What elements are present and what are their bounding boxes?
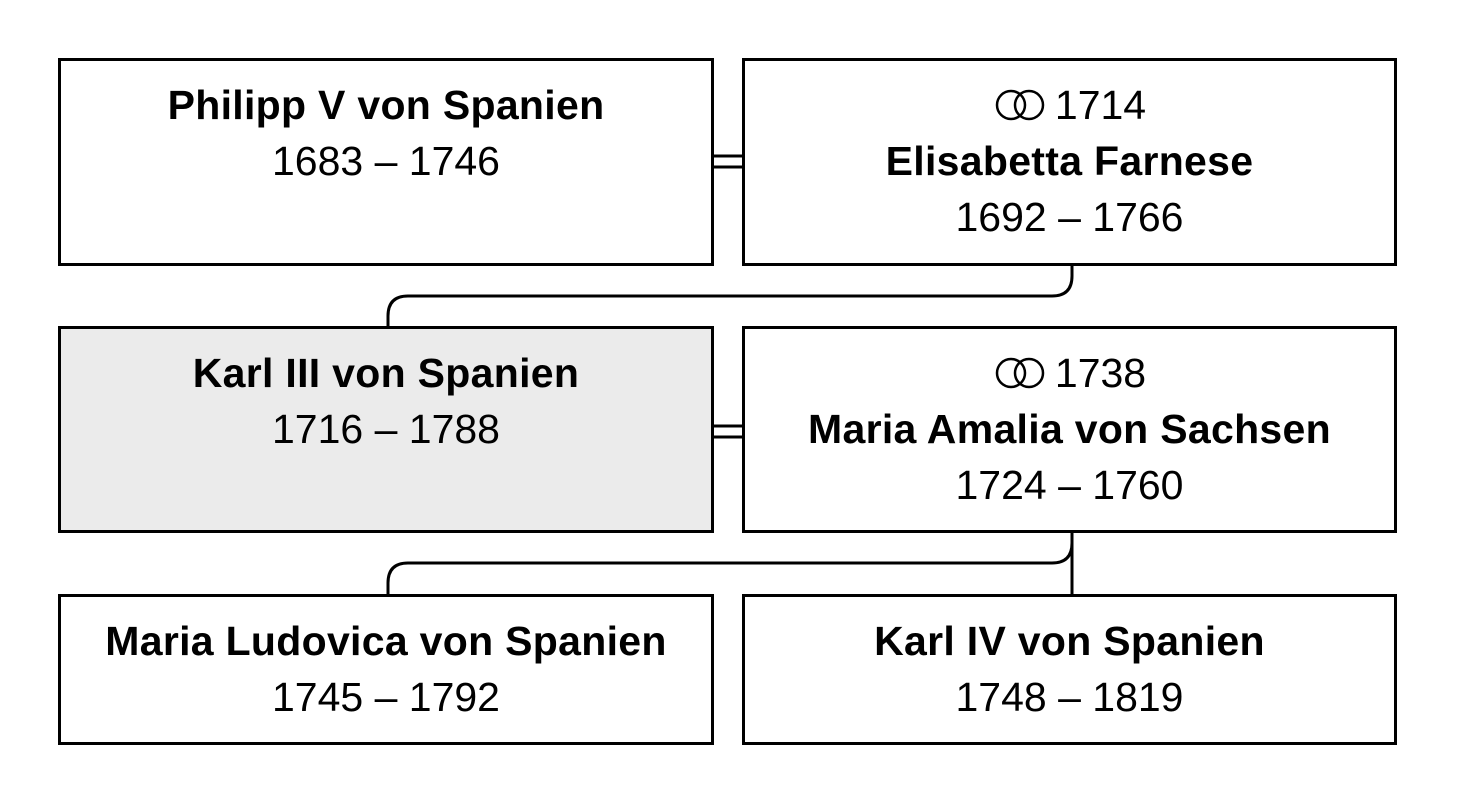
spouse-dates: 1692 – 1766 bbox=[955, 194, 1184, 240]
spouse-box-maria-amalia: 1738 Maria Amalia von Sachsen 1724 – 176… bbox=[742, 326, 1397, 533]
person-box-karl-iii: Karl III von Spanien 1716 – 1788 bbox=[58, 326, 714, 533]
spouse-box-elisabetta-farnese: 1714 Elisabetta Farnese 1692 – 1766 bbox=[742, 58, 1397, 266]
descent-line-2 bbox=[386, 533, 1074, 594]
spouse-name: Maria Amalia von Sachsen bbox=[808, 406, 1331, 452]
descent-line-1 bbox=[386, 266, 1074, 326]
person-dates: 1716 – 1788 bbox=[271, 406, 500, 452]
marriage-year: 1738 bbox=[1054, 350, 1147, 396]
child-box-maria-ludovica: Maria Ludovica von Spanien 1745 – 1792 bbox=[58, 594, 714, 745]
interlocked-rings-icon bbox=[993, 356, 1049, 390]
child-box-karl-iv: Karl IV von Spanien 1748 – 1819 bbox=[742, 594, 1397, 745]
child-dates: 1748 – 1819 bbox=[955, 674, 1184, 720]
person-box-philipp-v: Philipp V von Spanien 1683 – 1746 bbox=[58, 58, 714, 266]
marriage-year: 1714 bbox=[1054, 82, 1147, 128]
person-name: Philipp V von Spanien bbox=[167, 82, 605, 128]
child-dates: 1745 – 1792 bbox=[271, 674, 500, 720]
marriage-info: 1738 bbox=[745, 345, 1394, 401]
spouse-name: Elisabetta Farnese bbox=[885, 138, 1254, 184]
person-name: Karl III von Spanien bbox=[192, 350, 580, 396]
spouse-dates: 1724 – 1760 bbox=[955, 462, 1184, 508]
child-name: Maria Ludovica von Spanien bbox=[105, 618, 667, 664]
marriage-info: 1714 bbox=[745, 77, 1394, 133]
interlocked-rings-icon bbox=[993, 88, 1049, 122]
person-dates: 1683 – 1746 bbox=[271, 138, 500, 184]
child-name: Karl IV von Spanien bbox=[874, 618, 1265, 664]
